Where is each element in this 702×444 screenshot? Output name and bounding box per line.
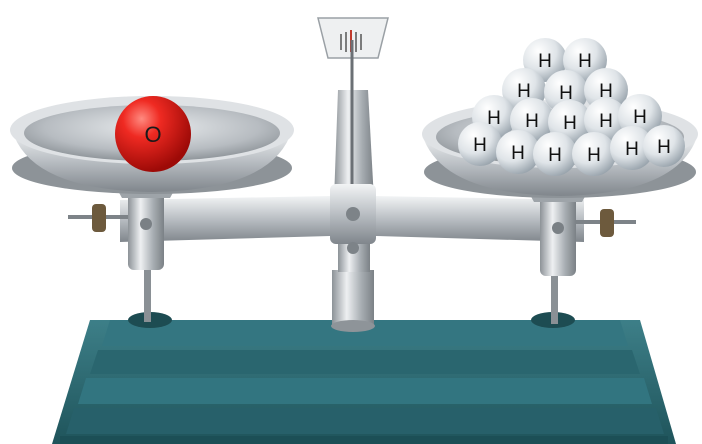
oxygen-atom: O [115,96,191,172]
hydrogen-atom-stack: H H H H H H H H H H H H H H H H [458,38,685,176]
hydrogen-atom-label: H [511,143,525,164]
hydrogen-atom-label: H [657,137,671,158]
hydrogen-atom-label: H [578,51,592,72]
hydrogen-atom-label: H [525,111,539,132]
hydrogen-atom-label: H [633,107,647,128]
hydrogen-atom-label: H [599,111,613,132]
hydrogen-atom: H [533,132,577,176]
hydrogen-atom-label: H [587,145,601,166]
oxygen-atom-label: O [144,122,161,147]
hydrogen-atom-label: H [548,145,562,166]
hydrogen-atom-label: H [473,135,487,156]
hydrogen-atom: H [572,132,616,176]
scale-indicator-dial [318,18,388,190]
hydrogen-atom: H [643,125,685,167]
hydrogen-atom: H [458,122,502,166]
hydrogen-atom-label: H [625,139,639,160]
hydrogen-atom-label: H [538,51,552,72]
scale-base [52,312,676,444]
hydrogen-atom-label: H [563,113,577,134]
